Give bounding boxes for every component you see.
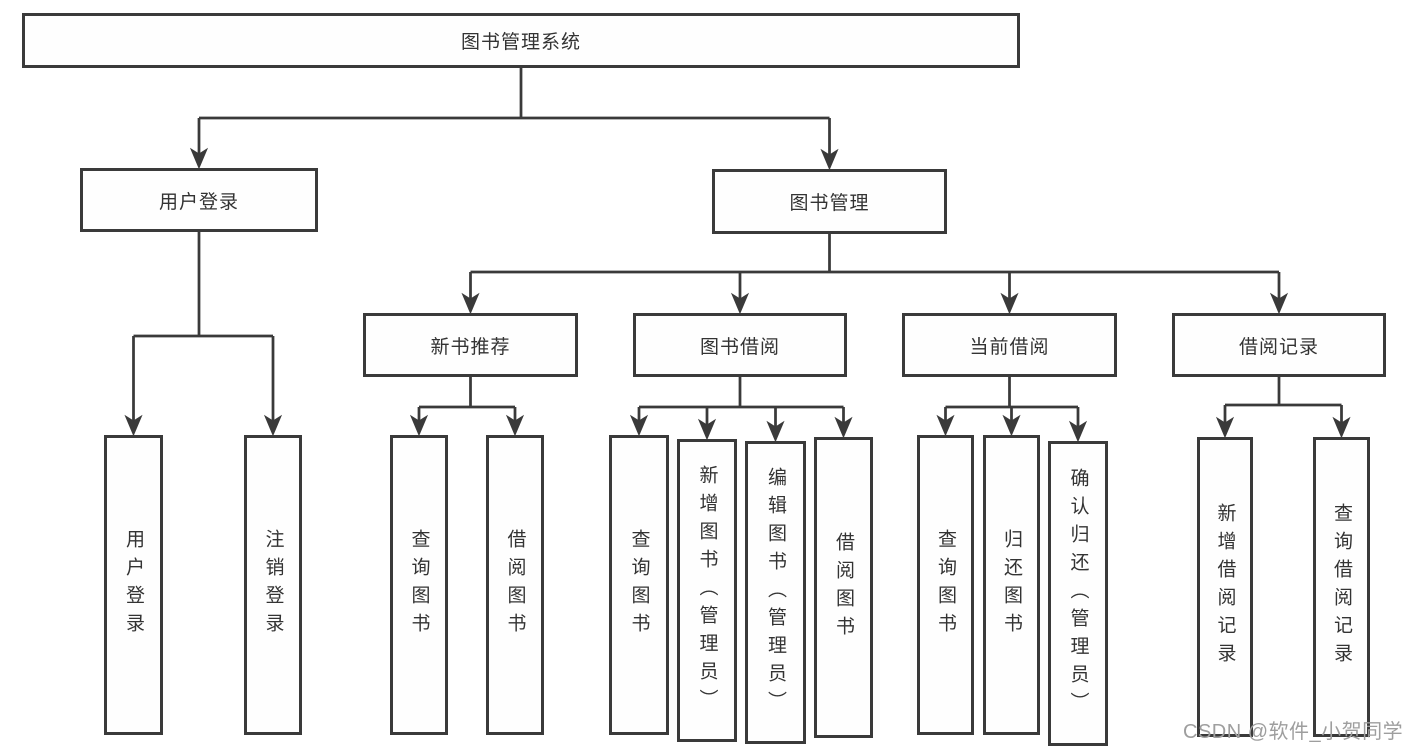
node-book-borrowing: 图书借阅 <box>633 313 847 377</box>
arrowhead-icon <box>1332 416 1351 439</box>
arrowhead-icon <box>1000 292 1019 315</box>
node-label-new-book-recommendation: 新书推荐 <box>430 336 511 358</box>
node-label-system: 图书管理系统 <box>460 32 581 53</box>
node-user-login: 用户登录 <box>80 168 318 232</box>
node-query-books-3: 查询图书 <box>917 435 974 735</box>
arrowhead-icon <box>936 414 955 437</box>
arrowhead-icon <box>505 414 525 437</box>
node-label-book-borrowing: 图书借阅 <box>699 336 780 358</box>
node-label-query-books-3: 查询图书 <box>935 529 956 641</box>
node-borrowing-records: 借阅记录 <box>1172 313 1386 377</box>
arrowhead-icon <box>1215 416 1235 439</box>
node-add-books-admin: 新增图书（管理员） <box>677 439 737 742</box>
node-label-add-books-admin: 新增图书（管理员） <box>696 464 718 717</box>
node-new-book-recommendation: 新书推荐 <box>363 313 578 377</box>
arrowhead-icon <box>409 414 429 437</box>
node-label-book-management: 图书管理 <box>789 193 870 214</box>
node-system: 图书管理系统 <box>22 13 1020 68</box>
arrowhead-icon <box>124 414 143 437</box>
node-label-return-books: 归还图书 <box>1001 529 1022 641</box>
arrowhead-icon <box>461 292 480 315</box>
node-edit-books-admin: 编辑图书（管理员） <box>745 441 806 744</box>
arrowhead-icon <box>834 416 853 439</box>
node-borrow-books-1: 借阅图书 <box>486 435 544 735</box>
node-add-borrow-record: 新增借阅记录 <box>1197 437 1253 737</box>
arrowhead-icon <box>189 147 209 170</box>
arrowhead-icon <box>1269 292 1289 315</box>
node-current-borrowing: 当前借阅 <box>902 313 1117 377</box>
node-query-books-2: 查询图书 <box>609 435 669 735</box>
node-label-edit-books-admin: 编辑图书（管理员） <box>765 466 786 719</box>
node-label-confirm-return-admin: 确认归还（管理员） <box>1067 467 1089 720</box>
arrowhead-icon <box>629 414 649 437</box>
node-label-query-books-1: 查询图书 <box>408 529 430 641</box>
node-label-borrow-books-1: 借阅图书 <box>504 529 526 641</box>
node-query-books-1: 查询图书 <box>390 435 448 735</box>
node-book-management: 图书管理 <box>712 169 947 234</box>
arrowhead-icon <box>820 148 839 171</box>
node-borrow-books-2: 借阅图书 <box>814 437 873 738</box>
node-label-query-borrow-record: 查询借阅记录 <box>1331 503 1352 671</box>
node-label-user-login: 用户登录 <box>158 191 239 213</box>
arrowhead-icon <box>730 292 750 315</box>
node-label-logout-action: 注销登录 <box>262 529 284 641</box>
node-confirm-return-admin: 确认归还（管理员） <box>1048 441 1108 746</box>
node-label-user-login-action: 用户登录 <box>123 529 144 641</box>
node-label-borrow-books-2: 借阅图书 <box>833 531 854 644</box>
node-query-borrow-record: 查询借阅记录 <box>1313 437 1370 737</box>
arrowhead-icon <box>697 418 717 441</box>
arrowhead-icon <box>263 414 283 437</box>
node-logout-action: 注销登录 <box>244 435 302 735</box>
node-label-current-borrowing: 当前借阅 <box>969 336 1050 358</box>
node-return-books: 归还图书 <box>983 435 1040 735</box>
node-label-borrowing-records: 借阅记录 <box>1238 336 1319 358</box>
arrowhead-icon <box>1002 414 1021 437</box>
csdn-watermark: CSDN @软件_小贺同学 <box>1183 721 1404 743</box>
node-user-login-action: 用户登录 <box>104 435 163 735</box>
arrowhead-icon <box>1068 420 1088 443</box>
node-label-add-borrow-record: 新增借阅记录 <box>1214 503 1236 671</box>
node-label-query-books-2: 查询图书 <box>628 529 650 641</box>
arrowhead-icon <box>766 420 785 443</box>
